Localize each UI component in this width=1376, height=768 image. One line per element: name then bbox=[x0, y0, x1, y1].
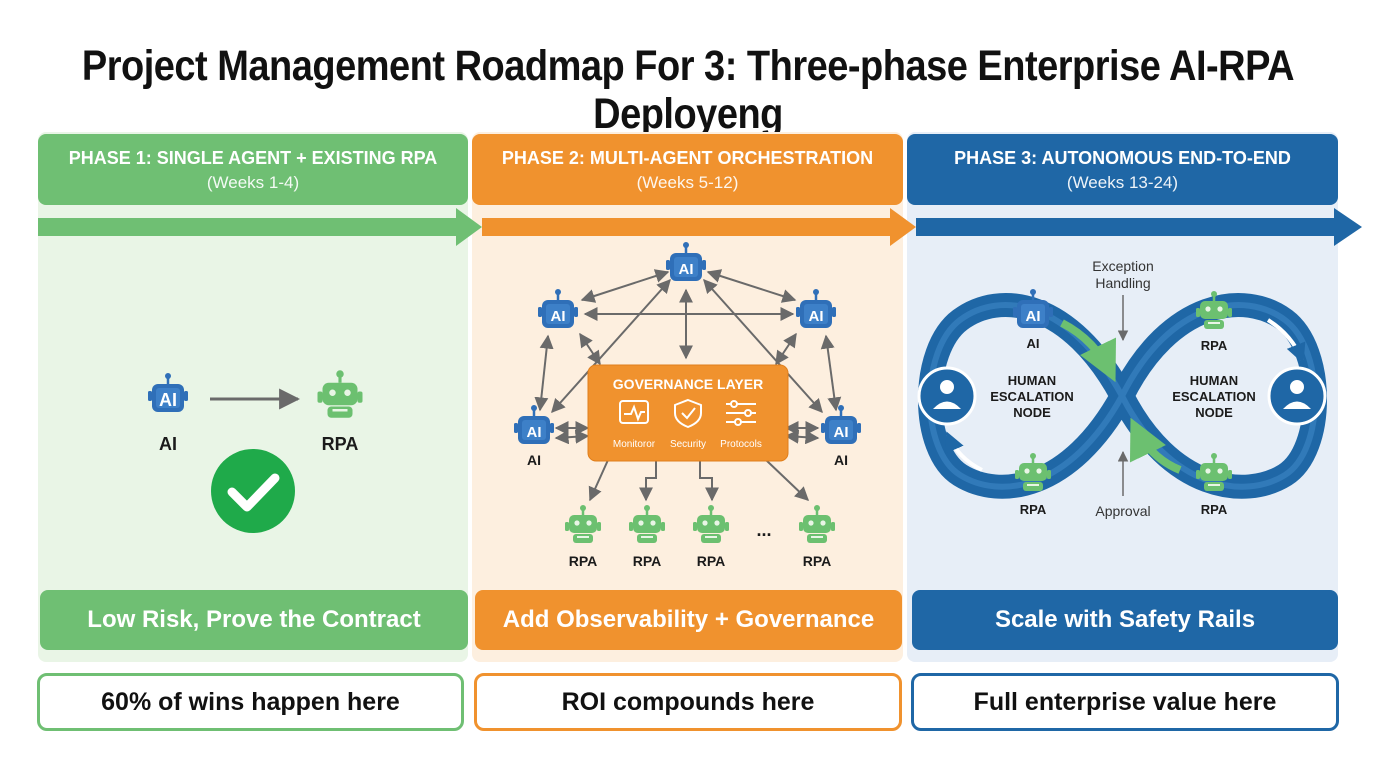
checkmark-icon bbox=[211, 449, 295, 533]
loop-arrow bbox=[1129, 417, 1182, 474]
rpa-label: RPA bbox=[633, 553, 662, 569]
loop-arrow bbox=[945, 431, 983, 472]
rpa-label: RPA bbox=[803, 553, 832, 569]
phase-1-diagram: AI AI RPA bbox=[146, 368, 365, 533]
shield-icon bbox=[674, 398, 702, 429]
ai-icon-text: AI bbox=[809, 308, 824, 325]
rpa-bot-icon bbox=[315, 368, 365, 420]
phase-2-diagram: AI AI AI AI AI AI AI GOVERNANCE LAYER Mo… bbox=[512, 240, 863, 569]
rpa-label: RPA bbox=[1201, 338, 1228, 353]
phase-1-header: PHASE 1: SINGLE AGENT + EXISTING RPA (We… bbox=[38, 134, 468, 205]
ai-agent-icon: AI bbox=[794, 287, 838, 330]
rpa-label: RPA bbox=[697, 553, 726, 569]
page-title: Project Management Roadmap For 3: Three-… bbox=[81, 42, 1295, 139]
phase-3-summary: Scale with Safety Rails bbox=[912, 590, 1338, 650]
ellipsis: ... bbox=[756, 520, 771, 540]
approval-label: Approval bbox=[1095, 503, 1150, 519]
ai-label: AI bbox=[527, 452, 541, 468]
sliders-icon bbox=[726, 400, 756, 426]
phase-1-weeks: (Weeks 1-4) bbox=[206, 173, 300, 192]
rpa-bot-icon bbox=[563, 503, 603, 545]
ai-agent-icon: AI bbox=[819, 403, 863, 446]
ai-icon-text: AI bbox=[527, 424, 542, 441]
phase-1-summary: Low Risk, Prove the Contract bbox=[40, 590, 468, 650]
ai-label: AI bbox=[834, 452, 848, 468]
human-node-label-right-3: NODE bbox=[1195, 405, 1233, 420]
human-avatar-icon bbox=[917, 366, 977, 426]
ai-agent-icon: AI bbox=[1011, 287, 1055, 330]
human-avatar-icon bbox=[1267, 366, 1327, 426]
phase-3-header: PHASE 3: AUTONOMOUS END-TO-END (Weeks 13… bbox=[907, 134, 1338, 205]
rpa-bot-icon bbox=[627, 503, 667, 545]
loop-arrow bbox=[1060, 319, 1116, 383]
human-node-label-left-1: HUMAN bbox=[1008, 373, 1056, 388]
exception-handling-label-2: Handling bbox=[1095, 275, 1150, 291]
rpa-label: RPA bbox=[1020, 502, 1047, 517]
phase-3-diagram: HUMAN ESCALATION NODE HUMAN ESCALATION N… bbox=[917, 258, 1327, 519]
ai-icon-text: AI bbox=[551, 308, 566, 325]
ai-label: AI bbox=[159, 434, 177, 454]
phase-2-weeks: (Weeks 5-12) bbox=[636, 173, 739, 192]
rpa-label: RPA bbox=[1201, 502, 1228, 517]
human-node-label-left-3: NODE bbox=[1013, 405, 1051, 420]
human-node-label-right-2: ESCALATION bbox=[1172, 389, 1256, 404]
exception-handling-label-1: Exception bbox=[1092, 258, 1153, 274]
ai-label: AI bbox=[1027, 336, 1040, 351]
phase-1-title: PHASE 1: SINGLE AGENT + EXISTING RPA bbox=[68, 148, 438, 168]
protocols-label: Protocols bbox=[720, 439, 762, 450]
timeline-arrows bbox=[38, 208, 1362, 246]
ai-icon-text: AI bbox=[834, 424, 849, 441]
phase-3-title: PHASE 3: AUTONOMOUS END-TO-END bbox=[954, 148, 1291, 168]
phase-2-header: PHASE 2: MULTI-AGENT ORCHESTRATION (Week… bbox=[472, 134, 903, 205]
monitor-label: Monitoror bbox=[613, 439, 656, 450]
ai-agent-icon: AI bbox=[664, 240, 708, 283]
ai-agent-icon: AI bbox=[146, 371, 190, 414]
phase-3-weeks: (Weeks 13-24) bbox=[1066, 173, 1179, 192]
human-node-label-right-1: HUMAN bbox=[1190, 373, 1238, 388]
phase-1-note: 60% of wins happen here bbox=[37, 673, 464, 731]
ai-agent-icon: AI bbox=[536, 287, 580, 330]
loop-arrow bbox=[1266, 318, 1306, 364]
phase-3-note: Full enterprise value here bbox=[911, 673, 1339, 731]
ai-icon-text: AI bbox=[159, 390, 177, 410]
rpa-bot-icon bbox=[797, 503, 837, 545]
governance-layer-title: GOVERNANCE LAYER bbox=[613, 376, 763, 392]
rpa-label: RPA bbox=[322, 434, 359, 454]
ai-icon-text: AI bbox=[1026, 308, 1041, 325]
monitor-icon bbox=[619, 400, 649, 424]
ai-agent-icon: AI bbox=[512, 403, 556, 446]
rpa-bot-icon bbox=[691, 503, 731, 545]
security-label: Security bbox=[670, 439, 706, 450]
rpa-label: RPA bbox=[569, 553, 598, 569]
phase-2-title: PHASE 2: MULTI-AGENT ORCHESTRATION bbox=[501, 148, 874, 168]
ai-icon-text: AI bbox=[679, 261, 694, 278]
governance-layer-box bbox=[587, 364, 789, 462]
phase-2-summary: Add Observability + Governance bbox=[475, 590, 902, 650]
phase-2-note: ROI compounds here bbox=[474, 673, 902, 731]
human-node-label-left-2: ESCALATION bbox=[990, 389, 1074, 404]
